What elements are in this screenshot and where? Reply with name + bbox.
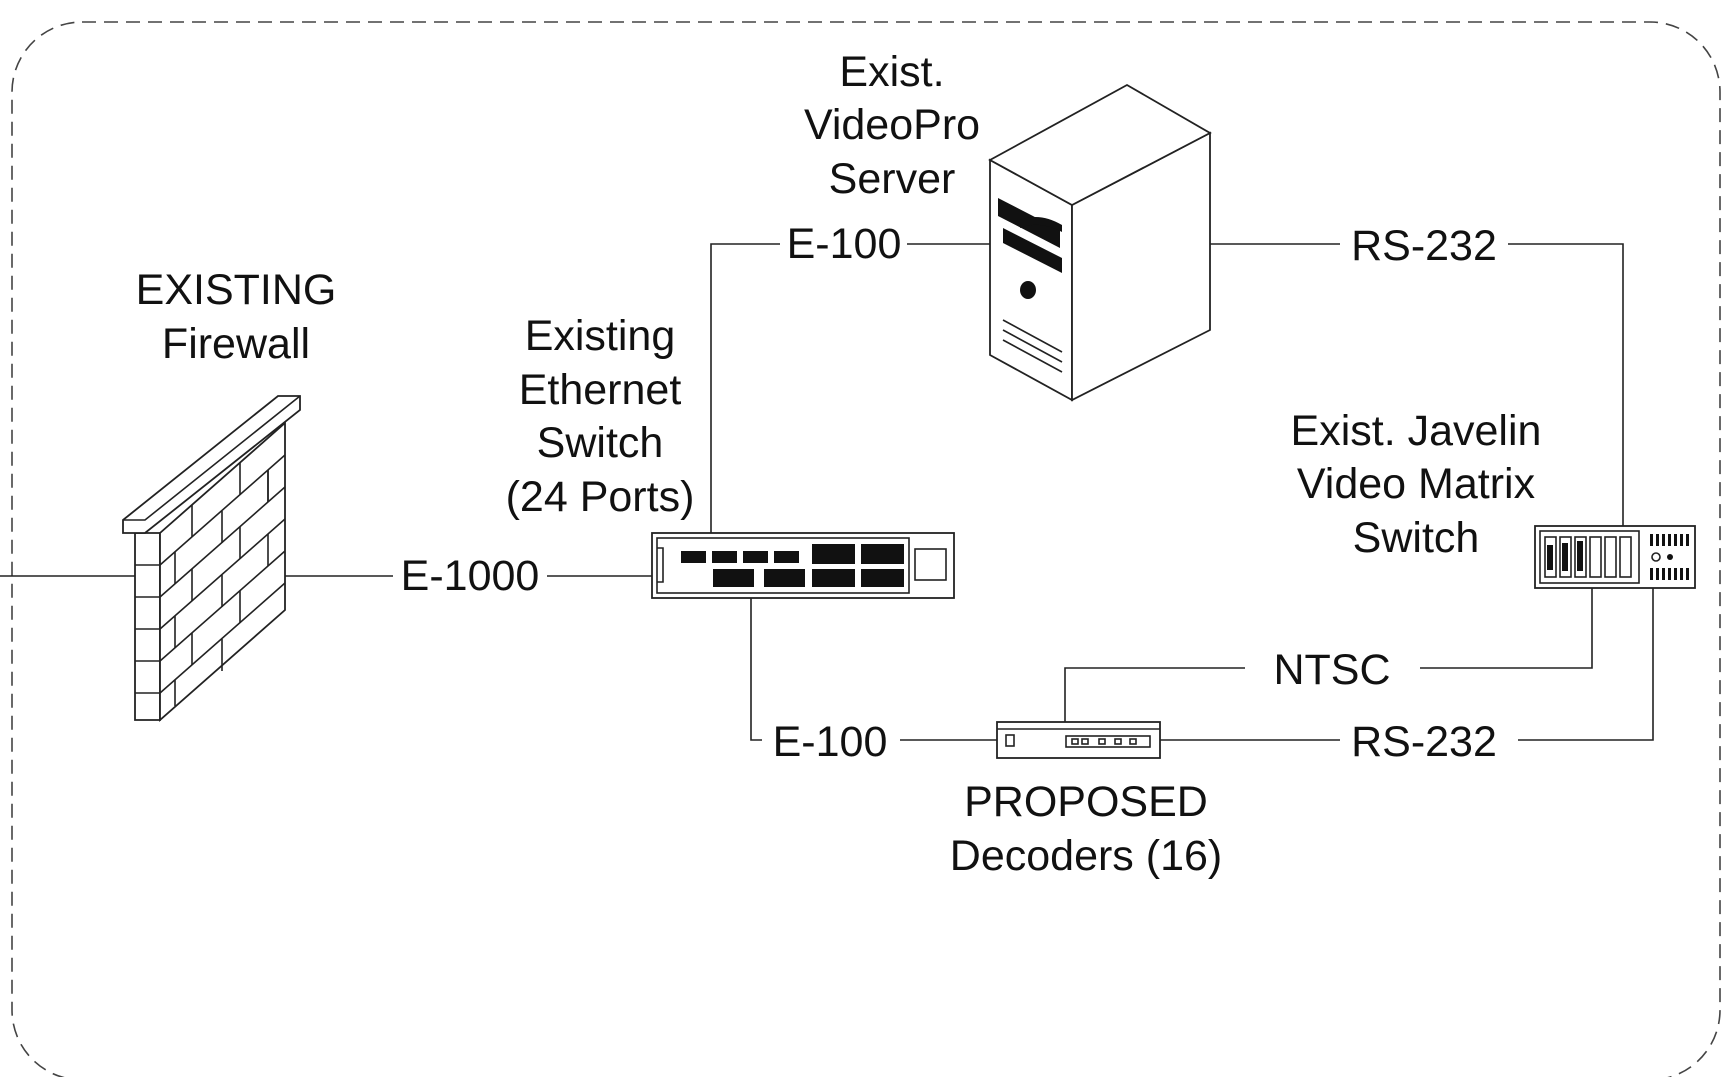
ethernet-switch-label: Existing Ethernet Switch (24 Ports)	[506, 312, 695, 521]
connection-label-server-matrix: RS-232	[1351, 222, 1497, 270]
server-label-line3: Server	[829, 155, 956, 203]
matrix-switch-label-line2: Video Matrix	[1297, 460, 1536, 508]
server-label-line1: Exist.	[839, 48, 944, 96]
server-label: Exist. VideoPro Server	[804, 48, 980, 203]
connection-label-ntsc: NTSC	[1273, 646, 1390, 694]
connection-label-decoders-matrix: RS-232	[1351, 718, 1497, 766]
firewall-label-line2: Firewall	[162, 320, 310, 368]
video-matrix-switch-icon	[1534, 525, 1696, 589]
network-switch-icon	[651, 532, 955, 599]
connection-label-switch-decoders: E-100	[773, 718, 888, 766]
ethernet-switch-label-line4: (24 Ports)	[506, 473, 695, 521]
server-label-line2: VideoPro	[804, 101, 980, 149]
tower-server-icon	[988, 83, 1212, 402]
firewall-label-line1: EXISTING	[136, 266, 337, 314]
connection-label-firewall-switch: E-1000	[401, 552, 540, 600]
firewall-label: EXISTING Firewall	[136, 266, 337, 368]
ethernet-switch-label-line3: Switch	[537, 419, 664, 467]
connection-label-switch-server: E-100	[787, 220, 902, 268]
ethernet-switch-label-line1: Existing	[525, 312, 676, 360]
ethernet-switch-label-line2: Ethernet	[519, 366, 682, 414]
diagram-boundary	[11, 21, 1721, 1077]
decoder-box-icon	[996, 721, 1161, 759]
matrix-switch-label: Exist. Javelin Video Matrix Switch	[1291, 407, 1542, 562]
connection-labels: E-1000 E-100 RS-232 E-100 NTSC RS-232	[401, 220, 1497, 766]
decoders-label-line1: PROPOSED	[964, 778, 1208, 826]
brick-wall-firewall-icon	[122, 395, 301, 722]
decoders-label-line2: Decoders (16)	[950, 832, 1222, 880]
decoders-label: PROPOSED Decoders (16)	[950, 778, 1222, 880]
matrix-switch-label-line3: Switch	[1353, 514, 1480, 562]
connection-lines	[0, 243, 1654, 741]
matrix-switch-label-line1: Exist. Javelin	[1291, 407, 1542, 455]
